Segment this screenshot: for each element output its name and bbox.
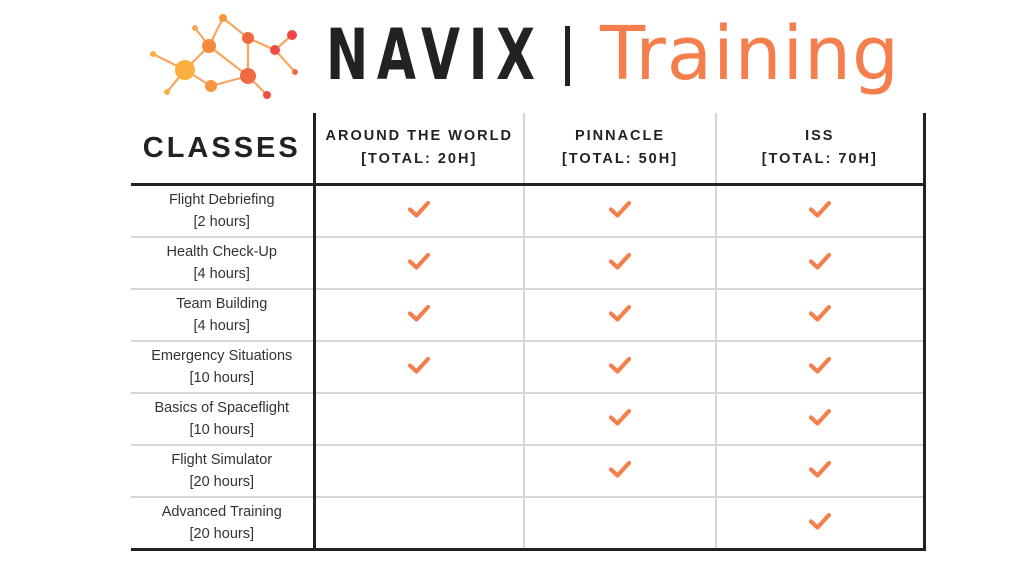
table-row: Flight Simulator [20 hours] <box>131 445 926 498</box>
inclusion-cell <box>312 497 524 551</box>
checkmark-icon <box>808 251 832 271</box>
inclusion-cell <box>715 289 926 342</box>
class-hours: [4 hours] <box>193 266 250 282</box>
checkmark-icon <box>808 511 832 531</box>
checkmark-icon <box>608 303 632 323</box>
inclusion-cell <box>312 393 524 446</box>
inclusion-cell <box>523 341 716 394</box>
class-name: Health Check-Up <box>166 244 277 260</box>
checkmark-icon <box>608 407 632 427</box>
column-total: [TOTAL: 20H] <box>361 151 478 167</box>
checkmark-icon <box>808 355 832 375</box>
inclusion-cell <box>715 184 926 238</box>
inclusion-cell <box>312 445 524 498</box>
class-hours: [10 hours] <box>189 422 255 438</box>
class-hours: [20 hours] <box>189 474 255 490</box>
inclusion-cell <box>523 393 716 446</box>
page-header: NAVIX Training <box>0 0 1024 110</box>
checkmark-icon <box>808 407 832 427</box>
checkmark-icon <box>407 199 431 219</box>
checkmark-icon <box>608 459 632 479</box>
inclusion-cell <box>523 497 716 551</box>
column-total: [TOTAL: 50H] <box>561 151 679 167</box>
column-name: ISS <box>805 128 835 144</box>
inclusion-cell <box>312 237 524 290</box>
class-cell: Basics of Spaceflight [10 hours] <box>131 393 314 446</box>
class-cell: Emergency Situations [10 hours] <box>131 341 314 394</box>
page-subtitle: Training <box>600 11 900 97</box>
checkmark-icon <box>808 199 832 219</box>
table-body: Flight Debriefing [2 hours] Health Check-U… <box>131 184 926 551</box>
inclusion-cell <box>312 341 524 394</box>
title-separator <box>565 26 570 86</box>
table-row: Health Check-Up [4 hours] <box>131 237 926 290</box>
class-hours: [2 hours] <box>193 214 250 230</box>
column-name: PINNACLE <box>574 128 666 144</box>
inclusion-cell <box>715 237 926 290</box>
inclusion-cell <box>715 445 926 498</box>
class-cell: Advanced Training [20 hours] <box>131 497 314 551</box>
column-header: AROUND THE WORLD [TOTAL: 20H] <box>312 113 524 186</box>
table-row: Team Building [4 hours] <box>131 289 926 342</box>
inclusion-cell <box>523 445 716 498</box>
inclusion-cell <box>523 289 716 342</box>
checkmark-icon <box>808 459 832 479</box>
column-header: PINNACLE [TOTAL: 50H] <box>523 113 716 186</box>
classes-heading: CLASSES <box>131 113 314 186</box>
class-name: Team Building <box>176 296 268 312</box>
checkmark-icon <box>608 251 632 271</box>
checkmark-icon <box>608 199 632 219</box>
inclusion-cell <box>523 184 716 238</box>
network-nodes-icon <box>150 14 298 99</box>
checkmark-icon <box>608 355 632 375</box>
table-header-row: CLASSES AROUND THE WORLD [TOTAL: 20H] PI… <box>131 113 926 186</box>
inclusion-cell <box>312 289 524 342</box>
table-row: Advanced Training [20 hours] <box>131 497 926 551</box>
class-name: Flight Simulator <box>171 452 273 468</box>
class-name: Flight Debriefing <box>168 192 275 208</box>
class-cell: Health Check-Up [4 hours] <box>131 237 314 290</box>
class-hours: [20 hours] <box>189 526 255 542</box>
checkmark-icon <box>407 355 431 375</box>
checkmark-icon <box>407 303 431 323</box>
checkmark-icon <box>407 251 431 271</box>
inclusion-cell <box>715 341 926 394</box>
class-cell: Team Building [4 hours] <box>131 289 314 342</box>
class-cell: Flight Debriefing [2 hours] <box>131 184 314 238</box>
column-header: ISS [TOTAL: 70H] <box>715 113 926 186</box>
table-row: Flight Debriefing [2 hours] <box>131 184 926 238</box>
class-name: Emergency Situations <box>151 348 293 364</box>
inclusion-cell <box>312 184 524 238</box>
classes-table: CLASSES AROUND THE WORLD [TOTAL: 20H] PI… <box>131 113 926 551</box>
class-name: Basics of Spaceflight <box>154 400 290 416</box>
column-name: AROUND THE WORLD <box>325 128 513 144</box>
table-row: Basics of Spaceflight [10 hours] <box>131 393 926 446</box>
inclusion-cell <box>715 393 926 446</box>
brand-name: NAVIX <box>326 14 544 96</box>
inclusion-cell <box>523 237 716 290</box>
class-hours: [4 hours] <box>193 318 250 334</box>
column-total: [TOTAL: 70H] <box>761 151 878 167</box>
table-row: Emergency Situations [10 hours] <box>131 341 926 394</box>
class-cell: Flight Simulator [20 hours] <box>131 445 314 498</box>
class-hours: [10 hours] <box>189 370 255 386</box>
inclusion-cell <box>715 497 926 551</box>
checkmark-icon <box>808 303 832 323</box>
class-name: Advanced Training <box>161 504 282 520</box>
